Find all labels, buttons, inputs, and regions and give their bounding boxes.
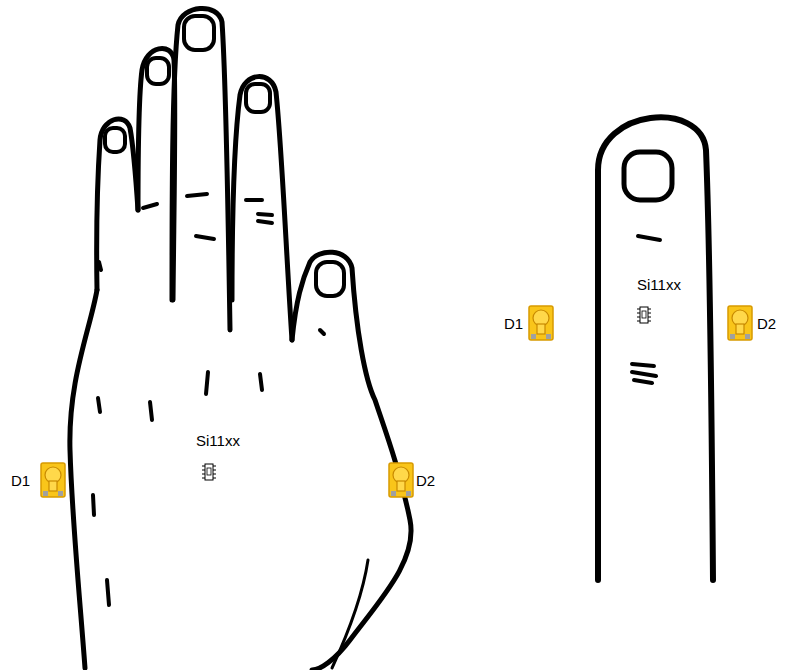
- finger-outline: [598, 117, 713, 580]
- sensor-label: D2: [416, 472, 435, 490]
- chip-label: Si11xx: [196, 432, 240, 450]
- chip-label: Si11xx: [637, 276, 681, 294]
- sensor-label: D1: [11, 472, 30, 490]
- finger-creases: [632, 236, 660, 383]
- skin-creases: [93, 194, 324, 605]
- hand-outline: [70, 8, 411, 670]
- photodiode-symbol: [728, 306, 752, 340]
- chip-symbol: [637, 307, 651, 323]
- chip-symbol: [202, 464, 216, 480]
- photodiode-symbol: [41, 463, 65, 497]
- finger-nails: [105, 16, 344, 296]
- photodiode-symbol: [529, 306, 553, 340]
- sensor-label: D2: [757, 315, 776, 333]
- photodiode-symbol: [389, 463, 413, 497]
- sensor-label: D1: [504, 315, 523, 333]
